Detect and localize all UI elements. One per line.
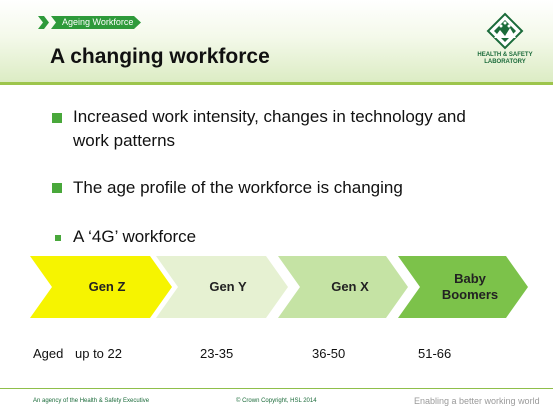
generation-chevron-shapes	[30, 256, 528, 318]
chevron-gen-y	[156, 256, 288, 318]
hsl-logo-icon	[486, 12, 524, 50]
age-range-baby-boomers: 51-66	[418, 346, 452, 361]
bullet-square-icon	[55, 235, 61, 241]
hsl-logo-line1: HEALTH & SAFETY	[477, 52, 533, 58]
chevron-icon	[38, 16, 49, 29]
section-tag-label: Ageing Workforce	[62, 17, 134, 27]
section-tag	[38, 16, 141, 29]
footer-tagline: Enabling a better working world	[414, 396, 540, 406]
bullet-text-2: The age profile of the workforce is chan…	[73, 178, 403, 197]
bullet-text-3: A ‘4G’ workforce	[73, 227, 197, 246]
chevron-gen-x	[278, 256, 408, 318]
age-range-gen-x: 36-50	[312, 346, 346, 361]
gen-x-label: Gen X	[331, 279, 369, 294]
aged-label: Aged	[33, 346, 64, 361]
generation-chevrons: Gen Z Gen Y Gen X Baby Boomers	[30, 256, 550, 318]
hsl-logo-line2: LABORATORY	[484, 59, 526, 65]
baby-boomers-line2: Boomers	[441, 287, 499, 302]
footer-copyright: © Crown Copyright, HSL 2014	[236, 398, 317, 404]
bullet-square-icon	[52, 183, 62, 193]
footer-divider	[0, 388, 553, 389]
bullet-text-1b: work patterns	[73, 131, 176, 150]
bullet-square-icon	[52, 113, 62, 123]
chevron-gen-z	[30, 256, 172, 318]
header-divider	[0, 82, 553, 85]
bullet-text-1: Increased work intensity, changes in tec…	[73, 107, 466, 126]
gen-y-label: Gen Y	[209, 279, 247, 294]
baby-boomers-label: Baby Boomers	[420, 256, 520, 318]
hsl-logo-text: HEALTH & SAFETY LABORATORY	[470, 52, 540, 66]
section-tag-bg	[51, 16, 141, 29]
baby-boomers-line1: Baby	[454, 271, 486, 286]
gen-z-label: Gen Z	[88, 279, 126, 294]
hsl-logo: HEALTH & SAFETY LABORATORY	[470, 12, 540, 74]
age-range-gen-y: 23-35	[200, 346, 234, 361]
slide-header	[0, 0, 553, 82]
slide-title: A changing workforce	[50, 45, 270, 68]
chevron-baby-boomers	[398, 256, 528, 318]
age-range-gen-z: up to 22	[75, 346, 122, 361]
footer-agency: An agency of the Health & Safety Executi…	[33, 398, 150, 404]
